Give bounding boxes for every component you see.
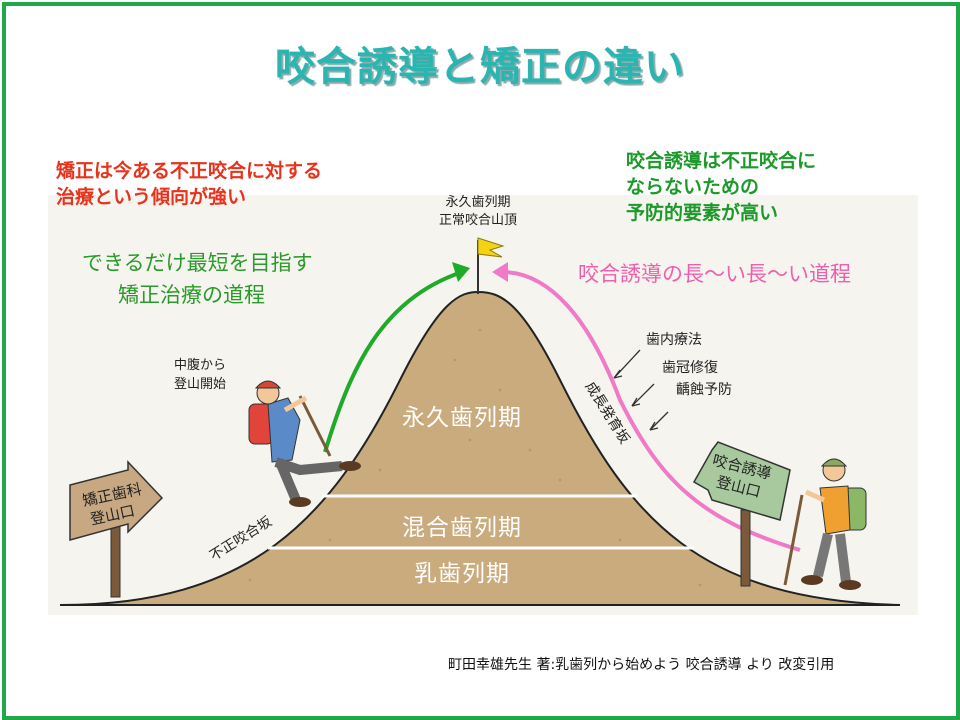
left-hiker-icon xyxy=(248,380,361,507)
left-sign-post xyxy=(110,524,121,598)
peak-label-line1: 永久歯列期 xyxy=(445,195,511,210)
right-sign-board xyxy=(692,441,791,521)
short-path-arrow xyxy=(323,270,463,453)
right-hiker-icon xyxy=(783,458,867,590)
flag-icon xyxy=(477,237,505,258)
layer-label-mixed: 混合歯列期 xyxy=(402,515,522,541)
left-note-line2: 治療という傾向が強い xyxy=(56,186,247,208)
left-sign-board xyxy=(69,460,164,541)
long-path-arrowhead xyxy=(492,262,508,282)
long-path-arrow xyxy=(501,270,801,552)
mountain-texture xyxy=(248,328,702,587)
long-path-label: 咬合誘導の長〜い長〜い道程 xyxy=(578,262,851,286)
treatment-item-1: 歯内療法 xyxy=(646,332,702,348)
right-note-line3: 予防的要素が高い xyxy=(626,202,779,224)
hiker-left-caption-line1: 中腹から xyxy=(174,358,227,373)
layer-label-primary: 乳歯列期 xyxy=(414,561,510,587)
treatment-item-2: 歯冠修復 xyxy=(662,360,718,376)
right-note-line1: 咬合誘導は不正咬合に xyxy=(626,150,817,172)
hiker-left-caption-line2: 登山開始 xyxy=(174,377,227,392)
right-sign-post xyxy=(740,509,751,587)
short-path-label-line1: できるだけ最短を目指す xyxy=(82,251,313,275)
right-note-line2: ならないための xyxy=(626,176,760,198)
short-path-label-line2: 矯正治療の道程 xyxy=(118,283,265,307)
treatment-arrows xyxy=(613,349,669,431)
layer-label-permanent: 永久歯列期 xyxy=(402,405,522,431)
short-path-arrowhead xyxy=(452,262,470,282)
citation: 町田幸雄先生 著:乳歯列から始めよう 咬合誘導 より 改変引用 xyxy=(448,657,835,673)
page-title: 咬合誘導と矯正の違い xyxy=(275,44,685,90)
left-note-line1: 矯正は今ある不正咬合に対する xyxy=(56,160,323,182)
peak-label-line2: 正常咬合山頂 xyxy=(438,213,517,228)
treatment-item-3: 齲蝕予防 xyxy=(676,382,732,398)
